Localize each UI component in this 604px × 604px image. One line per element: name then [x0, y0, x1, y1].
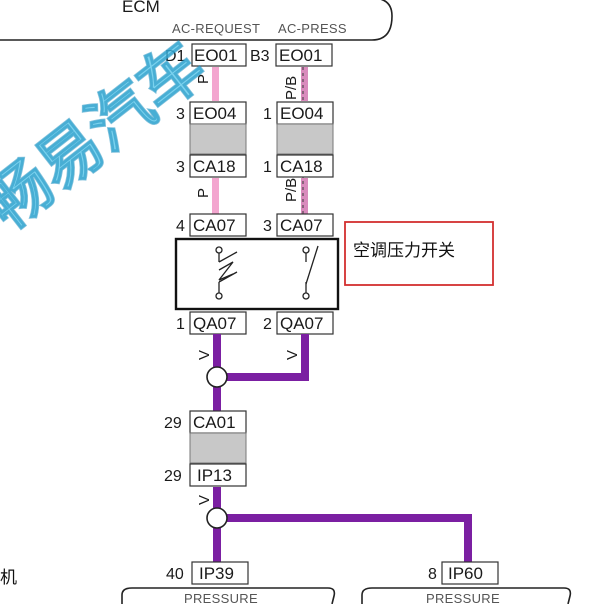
svg-text:B3: B3	[250, 48, 270, 65]
svg-text:8: 8	[428, 566, 437, 583]
connector-ca01: 29 CA01	[164, 410, 247, 434]
connector-eo01-left: D1 EO01	[165, 43, 247, 67]
svg-text:3: 3	[263, 218, 272, 235]
svg-text:CA01: CA01	[193, 413, 236, 432]
connector-qa07-left: 1 QA07	[176, 311, 247, 335]
svg-text:CA07: CA07	[193, 216, 236, 235]
connector-ip13: 29 IP13	[164, 463, 247, 487]
wire-left-3	[212, 178, 219, 214]
svg-text:IP60: IP60	[448, 564, 483, 583]
connector-ip39: 40 IP39	[166, 561, 249, 585]
watermark-text: 畅易汽车	[0, 29, 220, 245]
ac-pressure-switch	[174, 237, 340, 311]
wire-color-violet-right: V	[284, 350, 301, 360]
ecm-signal-ac-request: AC-REQUEST	[172, 21, 260, 36]
svg-text:2: 2	[263, 316, 272, 333]
svg-text:40: 40	[166, 566, 184, 583]
svg-text:PRESSURE: PRESSURE	[184, 591, 258, 604]
connector-eo04-left: 3 EO04	[176, 101, 247, 125]
wire-right-3	[301, 178, 308, 214]
svg-text:3: 3	[176, 106, 185, 123]
svg-text:PRESSURE: PRESSURE	[426, 591, 500, 604]
svg-text:29: 29	[164, 415, 182, 432]
svg-text:3: 3	[176, 159, 185, 176]
connector-eo04-right: 1 EO04	[263, 101, 334, 125]
svg-text:1: 1	[263, 106, 272, 123]
wire-color-right-upper: P/B	[283, 76, 300, 100]
wire-right-1	[301, 67, 308, 101]
svg-text:IP39: IP39	[199, 564, 234, 583]
svg-text:1: 1	[263, 159, 272, 176]
splice-block-center	[189, 432, 247, 464]
connector-eo01-right: B3 EO01	[250, 43, 333, 67]
connector-ca18-right: 1 CA18	[263, 154, 334, 178]
bottom-module-left: PRESSURE	[121, 587, 336, 604]
wire-color-left-upper: P	[195, 74, 212, 84]
wire-left-1	[212, 67, 219, 101]
svg-text:D1: D1	[165, 48, 186, 65]
ecm-title: ECM	[122, 0, 160, 16]
wire-color-left-mid: P	[195, 188, 212, 198]
svg-text:CA18: CA18	[280, 157, 323, 176]
wire-color-violet-left: V	[196, 350, 213, 360]
svg-text:EO01: EO01	[279, 46, 322, 65]
svg-text:EO04: EO04	[280, 104, 323, 123]
connector-qa07-right: 2 QA07	[263, 311, 334, 335]
connector-ca07-left: 4 CA07	[176, 213, 247, 237]
violet-wires	[206, 334, 472, 562]
svg-text:EO04: EO04	[193, 104, 236, 123]
splice-node-lower	[206, 507, 228, 529]
svg-text:4: 4	[176, 218, 185, 235]
splice-block-left-1	[189, 123, 247, 155]
connector-ca18-left: 3 CA18	[176, 154, 247, 178]
splice-node-upper	[206, 366, 228, 388]
wire-color-right-mid: P/B	[283, 178, 300, 202]
ecm-module: ECM AC-REQUEST AC-PRESS	[0, 0, 393, 41]
switch-callout: 空调压力开关	[344, 221, 494, 286]
splice-block-right-1	[276, 123, 334, 155]
edge-character: 机	[0, 568, 17, 588]
connector-ip60: 8 IP60	[428, 561, 499, 585]
svg-text:CA07: CA07	[280, 216, 323, 235]
svg-text:EO01: EO01	[194, 46, 237, 65]
svg-text:IP13: IP13	[197, 466, 232, 485]
svg-text:1: 1	[176, 316, 185, 333]
svg-text:QA07: QA07	[280, 314, 323, 333]
svg-text:CA18: CA18	[193, 157, 236, 176]
bottom-module-right: PRESSURE	[361, 587, 572, 604]
wire-color-violet-main: V	[196, 495, 213, 505]
svg-text:QA07: QA07	[193, 314, 236, 333]
ecm-signal-ac-press: AC-PRESS	[278, 21, 347, 36]
switch-label: 空调压力开关	[353, 241, 455, 261]
connector-ca07-right: 3 CA07	[263, 213, 334, 237]
svg-text:29: 29	[164, 468, 182, 485]
